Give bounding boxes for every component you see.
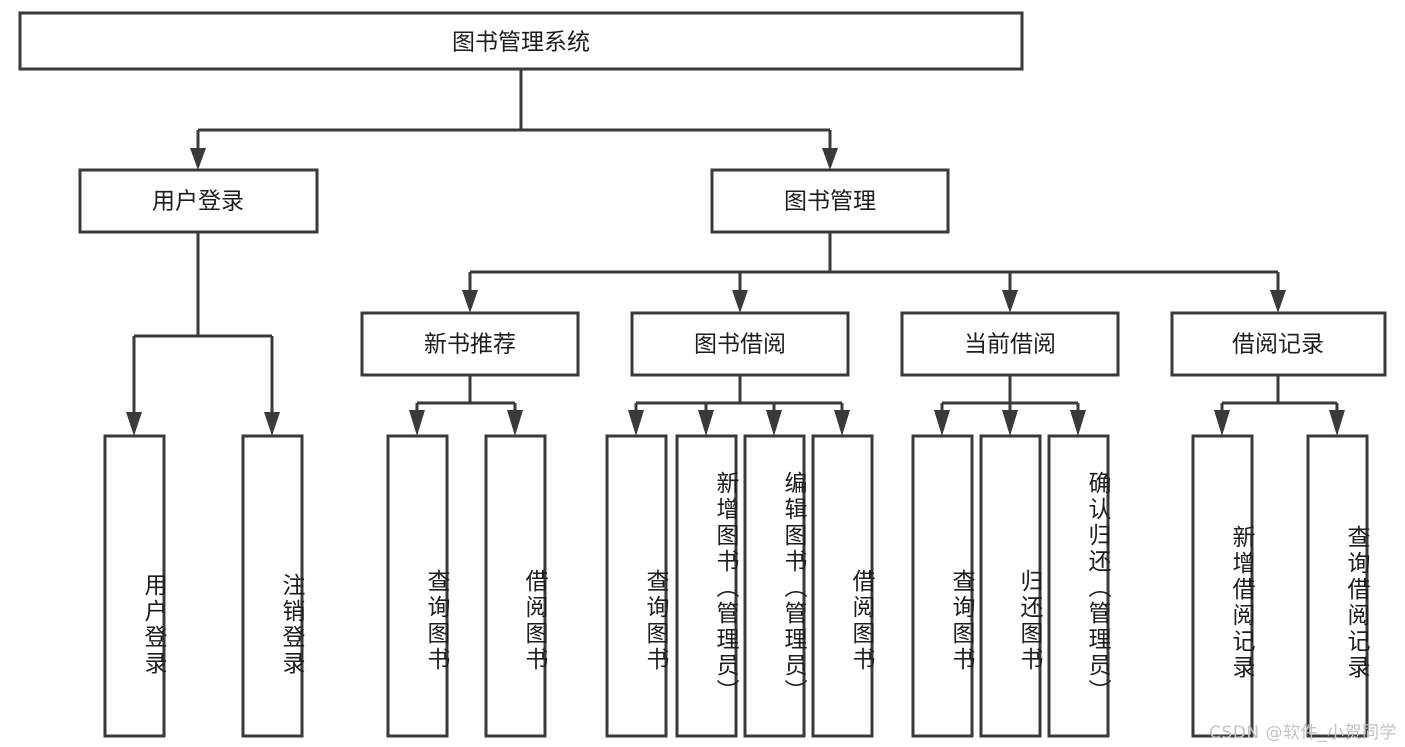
arrow-head-root-to-login — [190, 148, 206, 170]
leaf-box-query-book-3[interactable] — [911, 434, 974, 738]
node-current-borrow[interactable]: 当前借阅 — [900, 311, 1120, 377]
arrow-head-newbook-leaf2 — [507, 410, 523, 436]
arrow-head-current-leaf1 — [934, 410, 950, 436]
arrow-head-bookborrow-leaf4 — [834, 410, 850, 436]
node-book-borrow-label: 图书借阅 — [694, 332, 786, 358]
leaf-box-query-book-1[interactable] — [386, 434, 449, 738]
node-current-borrow-box[interactable] — [900, 311, 1120, 377]
arrow-head-bookborrow-leaf3 — [766, 410, 782, 436]
node-book-management-label: 图书管理 — [784, 189, 876, 215]
leaf-box-borrow-book-2[interactable] — [811, 434, 874, 738]
leaf-box-add-borrow-record[interactable] — [1191, 434, 1254, 738]
connector-group-current — [934, 375, 1086, 436]
node-borrow-record[interactable]: 借阅记录 — [1170, 311, 1387, 377]
node-book-borrow[interactable]: 图书借阅 — [630, 311, 850, 377]
node-new-book-recommend[interactable]: 新书推荐 — [360, 311, 580, 377]
node-new-book-recommend-box[interactable] — [360, 311, 580, 377]
node-book-management[interactable]: 图书管理 — [710, 168, 950, 234]
arrow-head-root-to-bookmgmt — [822, 148, 838, 170]
node-borrow-record-label: 借阅记录 — [1232, 332, 1324, 358]
arrow-head-newbook-leaf1 — [409, 410, 425, 436]
arrow-head-login-leaf1 — [126, 412, 142, 436]
leaf-box-user-login[interactable] — [103, 434, 166, 738]
leaf-box-query-book-2[interactable] — [605, 434, 668, 738]
node-user-login-label: 用户登录 — [152, 189, 244, 215]
connector-group-record — [1214, 375, 1345, 436]
leaf-box-return-book[interactable] — [979, 434, 1042, 738]
node-root[interactable]: 图书管理系统 — [18, 11, 1024, 71]
csdn-watermark: CSDN @软件_小贺同学 — [1209, 723, 1397, 743]
node-user-login[interactable]: 用户登录 — [78, 168, 319, 234]
connector-group-bookmgmt — [462, 232, 1286, 313]
arrow-head-bookmgmt-new — [462, 290, 478, 313]
connector-group-login — [126, 232, 280, 436]
connector-group-bookborrow — [628, 375, 850, 436]
arrow-head-record-leaf1 — [1214, 410, 1230, 436]
leaf-box-add-book-admin[interactable] — [675, 434, 738, 738]
arrow-head-bookborrow-leaf1 — [628, 410, 644, 436]
node-user-login-box[interactable] — [78, 168, 319, 234]
node-root-box[interactable] — [18, 11, 1024, 71]
arrow-head-bookmgmt-current — [1002, 290, 1018, 313]
node-book-management-box[interactable] — [710, 168, 950, 234]
arrow-head-current-leaf2 — [1002, 410, 1018, 436]
node-current-borrow-label: 当前借阅 — [964, 332, 1056, 358]
node-book-borrow-box[interactable] — [630, 311, 850, 377]
connector-group-newbook — [409, 375, 523, 436]
arrow-head-bookmgmt-borrow — [732, 290, 748, 313]
arrow-head-bookmgmt-record — [1270, 290, 1286, 313]
leaf-box-logout[interactable] — [241, 434, 304, 738]
leaf-box-confirm-return-admin[interactable] — [1047, 434, 1110, 738]
node-root-label: 图书管理系统 — [452, 30, 590, 56]
arrow-head-record-leaf2 — [1329, 410, 1345, 436]
arrow-head-bookborrow-leaf2 — [698, 410, 714, 436]
leaf-box-edit-book-admin[interactable] — [743, 434, 806, 738]
leaf-box-borrow-book-1[interactable] — [484, 434, 547, 738]
connector-group-root — [190, 69, 838, 170]
leaf-box-query-borrow-record[interactable] — [1306, 434, 1369, 738]
node-borrow-record-box[interactable] — [1170, 311, 1387, 377]
arrow-head-current-leaf3 — [1070, 410, 1086, 436]
node-new-book-recommend-label: 新书推荐 — [424, 332, 516, 358]
arrow-head-login-leaf2 — [264, 412, 280, 436]
